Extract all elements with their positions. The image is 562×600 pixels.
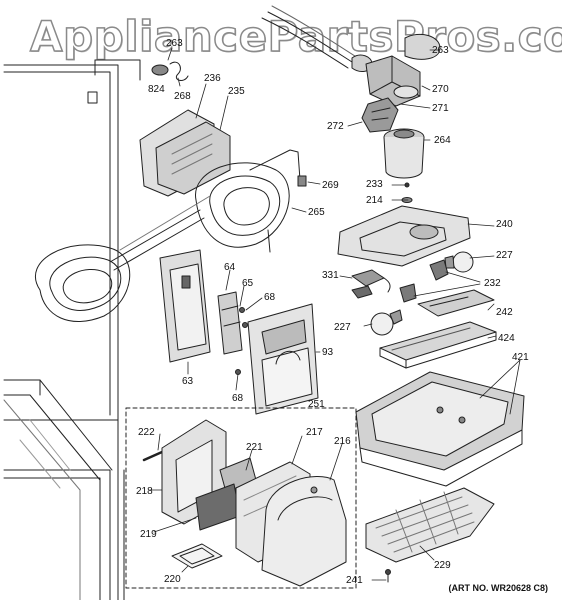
part-label-p424: 424 <box>498 333 515 344</box>
gasket-220 <box>171 543 223 569</box>
part-label-p221: 221 <box>246 442 263 453</box>
switch-bracket-63 <box>159 249 211 363</box>
part-label-p220: 220 <box>164 574 181 585</box>
part-label-p824: 824 <box>148 84 165 95</box>
part-label-p216: 216 <box>334 436 351 447</box>
part-label-p268: 268 <box>174 91 191 102</box>
part-label-p218: 218 <box>136 486 153 497</box>
control-board-242 <box>417 289 495 317</box>
part-label-p263b: 263 <box>432 45 449 56</box>
light-board-424 <box>379 321 497 369</box>
filter-cartridge-264 <box>383 128 425 179</box>
part-label-p270: 270 <box>432 84 449 95</box>
part-label-p264: 264 <box>434 135 451 146</box>
part-label-p232: 232 <box>484 278 501 289</box>
dispenser-cover-240 <box>337 205 471 267</box>
part-label-p229: 229 <box>434 560 451 571</box>
part-label-p242: 242 <box>496 307 513 318</box>
part-label-p64: 64 <box>224 262 236 273</box>
part-label-p219: 219 <box>140 529 157 540</box>
screw-241 <box>385 569 391 583</box>
part-label-p68a: 68 <box>264 292 276 303</box>
part-label-p236: 236 <box>204 73 221 84</box>
wire-harness-331 <box>351 269 391 299</box>
part-label-p65: 65 <box>242 278 254 289</box>
sockets-232 <box>399 259 449 303</box>
housing-216 <box>261 476 347 587</box>
pin-222 <box>142 450 164 462</box>
dispenser-escutcheon-93 <box>247 303 319 415</box>
kit-boundary-251 <box>125 407 357 589</box>
part-label-p251: 251 <box>308 399 325 410</box>
light-bulb-227-lower <box>370 309 403 336</box>
housing-218 <box>161 419 227 525</box>
part-label-p269: 269 <box>322 180 339 191</box>
part-label-p233: 233 <box>366 179 383 190</box>
part-label-p227a: 227 <box>496 250 513 261</box>
cabinet-liner-illustration <box>3 59 141 600</box>
part-label-p241: 241 <box>346 575 363 586</box>
part-label-p217: 217 <box>306 427 323 438</box>
part-label-p421: 421 <box>512 352 529 363</box>
part-label-p235: 235 <box>228 86 245 97</box>
part-label-p240: 240 <box>496 219 513 230</box>
part-label-p227b: 227 <box>334 322 351 333</box>
filter-housing-270 <box>365 55 421 107</box>
part-label-p263a: 263 <box>166 38 183 49</box>
part-label-p214: 214 <box>366 195 383 206</box>
bracket-271-272 <box>361 97 399 133</box>
art-number-caption: (ART NO. WR20628 C8) <box>448 583 548 593</box>
part-label-p331: 331 <box>322 270 339 281</box>
light-bulb-227-upper <box>444 251 474 273</box>
part-label-p68b: 68 <box>232 393 244 404</box>
covers-236-235 <box>139 109 231 197</box>
water-tube-illustration <box>261 5 359 69</box>
water-tube-coil-265 <box>34 149 307 322</box>
part-label-p93: 93 <box>322 347 334 358</box>
leader-lines <box>149 47 521 581</box>
switch-assembly-64 <box>217 291 243 355</box>
part-label-p63: 63 <box>182 376 194 387</box>
part-label-p222: 222 <box>138 427 155 438</box>
part-label-p271: 271 <box>432 103 449 114</box>
drip-grille-229 <box>365 487 495 563</box>
part-label-p265: 265 <box>308 207 325 218</box>
spring-clip-824-268 <box>151 61 189 81</box>
part-label-p272: 272 <box>327 121 344 132</box>
